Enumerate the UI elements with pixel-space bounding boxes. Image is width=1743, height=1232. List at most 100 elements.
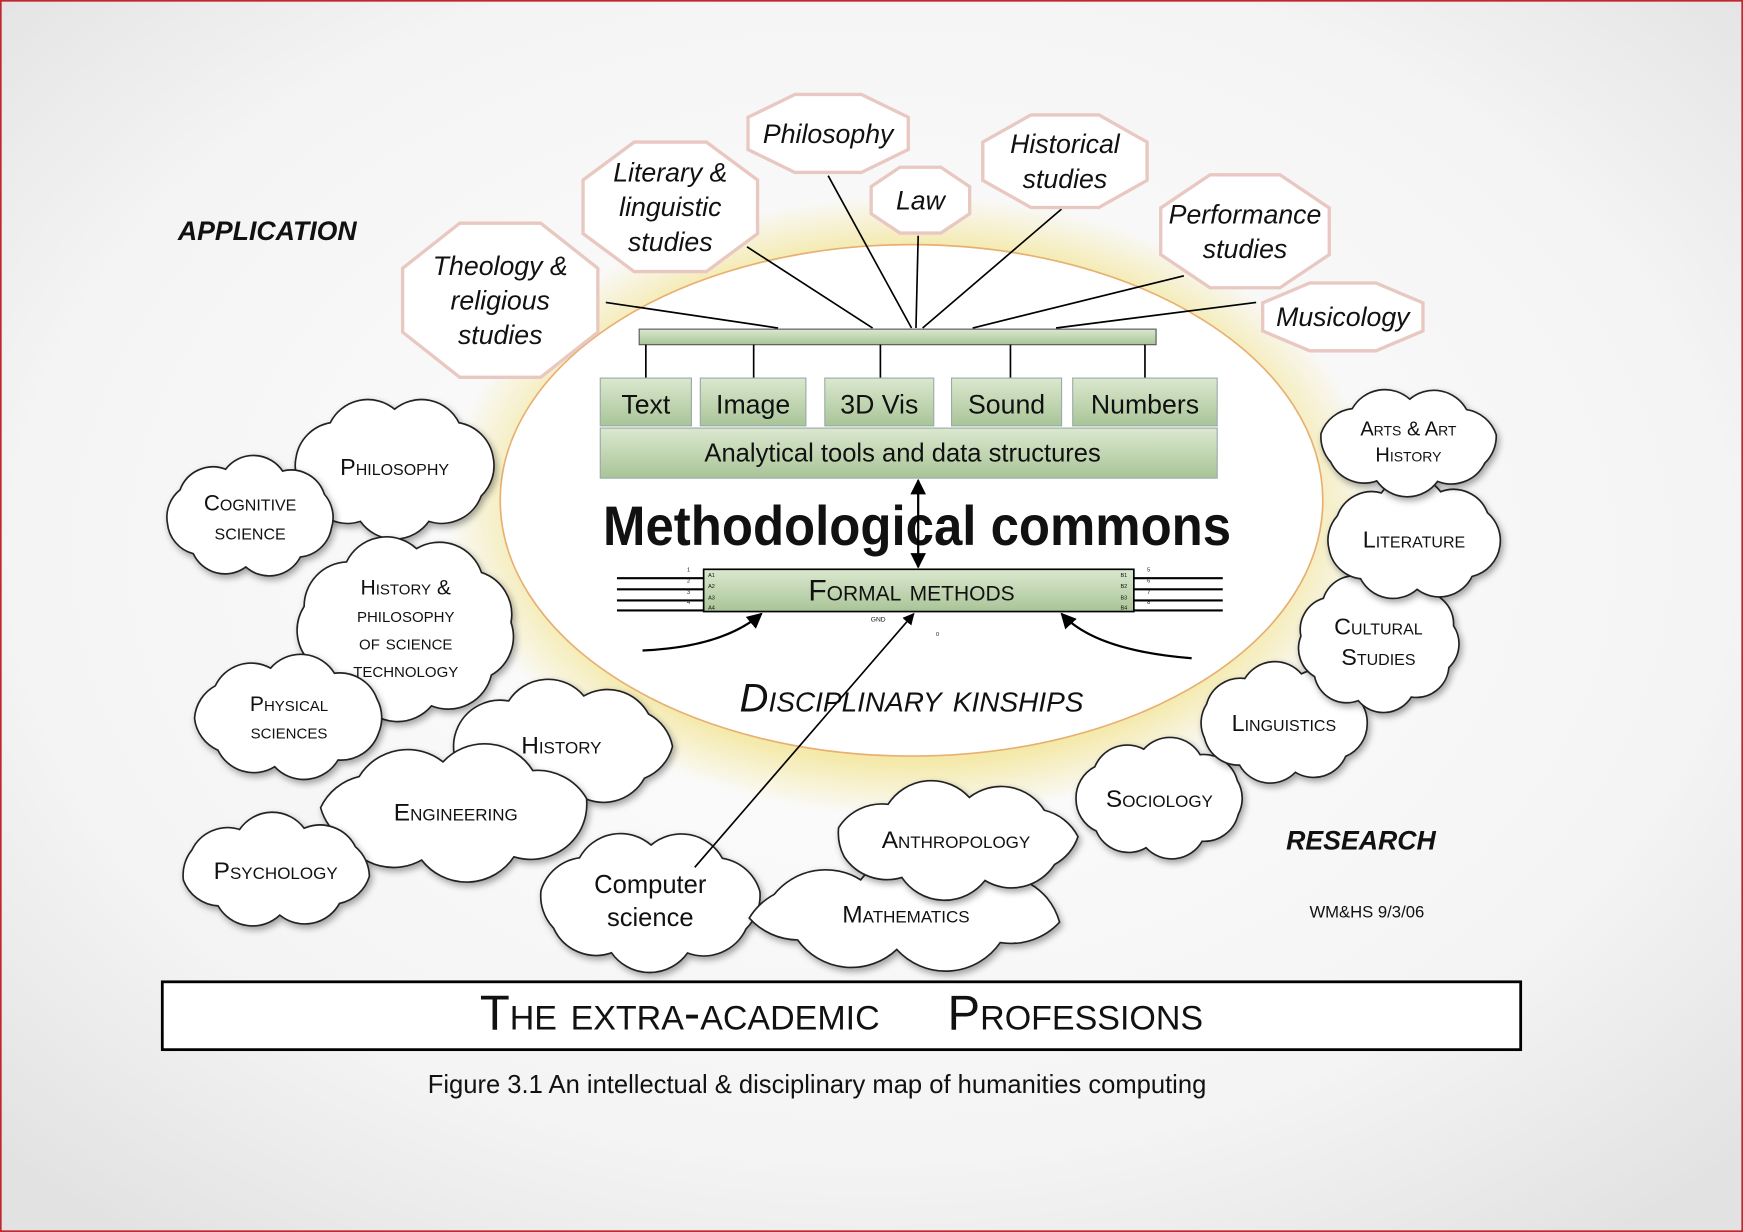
cloud-shape [1320, 388, 1498, 498]
pin-number: 5 [1147, 568, 1150, 574]
pin-label: B3 [1120, 595, 1127, 601]
discipline-label: Studies [1341, 644, 1415, 670]
application-connectors [605, 175, 1257, 329]
discipline-label: Linguistics [1232, 710, 1337, 736]
discipline-label: History [1375, 444, 1442, 466]
discipline-label: Psychology [214, 858, 338, 885]
discipline-label: Cognitive [204, 490, 296, 515]
application-historical: Historical studies [981, 113, 1149, 210]
pin-number: 2 [687, 579, 690, 585]
discipline-psychology: Psychology [182, 811, 371, 927]
discipline-label: Sociology [1106, 786, 1213, 813]
discipline-label: sciences [251, 720, 328, 743]
pin-0-label: 0 [936, 632, 939, 638]
application-label: studies [628, 227, 713, 257]
discipline-label: History & [360, 576, 450, 599]
figure-caption: Figure 3.1 An intellectual & disciplinar… [428, 1071, 1207, 1099]
pin-number: 3 [687, 590, 690, 596]
application-label: linguistic [619, 192, 722, 222]
octagon-shape [869, 165, 972, 235]
discipline-label: History [521, 733, 601, 760]
discipline-label: Literature [1363, 526, 1465, 552]
application-label: studies [1023, 164, 1108, 194]
left-curved-arrow [642, 612, 763, 652]
application-label: studies [458, 320, 543, 350]
application-literary: Literary & linguistic studies [581, 140, 760, 274]
discipline-label: Computer [594, 871, 707, 899]
data-type-label: Sound [968, 390, 1045, 420]
pin-label: A2 [708, 584, 715, 590]
octagon-shape [1261, 281, 1425, 353]
research-label: RESEARCH [1286, 825, 1436, 855]
application-law: Law [869, 165, 972, 235]
pin-number: 8 [1147, 600, 1150, 606]
data-type-box [599, 377, 692, 427]
pin-number: 6 [1147, 579, 1150, 585]
discipline-label: Engineering [394, 799, 518, 826]
discipline-label: Cultural [1334, 614, 1423, 640]
application-musicology: Musicology [1261, 281, 1425, 353]
discipline-label: Physical [250, 693, 328, 716]
pin-number: 4 [687, 600, 690, 606]
gnd-pin-label: GND [871, 617, 886, 624]
pin-label: B1 [1120, 573, 1127, 579]
octagon-shape [400, 221, 600, 379]
discipline-anthropology: Anthropology [837, 779, 1079, 902]
discipline-engineering: Engineering [319, 743, 588, 883]
application-label: Law [896, 185, 947, 215]
discipline-label: philosophy [357, 604, 455, 627]
data-type-box [824, 377, 935, 427]
discipline-physical-sciences: Physical sciences [193, 653, 383, 781]
analytical-tools-bar [599, 427, 1218, 479]
data-type-box [1072, 377, 1218, 427]
application-label: Literary & [613, 157, 727, 187]
analytical-tools-label: Analytical tools and data structures [704, 439, 1100, 467]
formal-methods-label: Formal methods [808, 574, 1014, 607]
application-label: Philosophy [763, 119, 895, 149]
discipline-label: Anthropology [882, 827, 1031, 854]
cloud-shape [193, 653, 383, 781]
pin-label: B4 [1120, 605, 1127, 611]
pin-label: B2 [1120, 584, 1127, 590]
data-type-label: 3D Vis [840, 390, 918, 420]
cloud-shape [182, 811, 371, 927]
cloud-shape [1297, 571, 1460, 714]
pin-number: 1 [687, 568, 690, 574]
professions-banner [160, 980, 1523, 1052]
application-label: studies [1203, 234, 1288, 264]
application-label: Theology & [433, 251, 568, 281]
computer-science-arrow [694, 612, 915, 868]
octagon-shape [746, 92, 910, 175]
data-bus-bar [638, 328, 1157, 346]
cloud-shape [319, 743, 588, 883]
application-label: APPLICATION [177, 216, 358, 246]
data-type-box [950, 377, 1063, 427]
pin-label: A4 [708, 605, 715, 611]
discipline-label: of science [359, 631, 452, 654]
application-label: religious [451, 286, 550, 316]
octagon-shape [581, 140, 760, 274]
discipline-philosophy: Philosophy [294, 398, 495, 540]
credit-label: WM&HS 9/3/06 [1309, 902, 1424, 921]
data-type-label: Image [716, 390, 790, 420]
discipline-label: Philosophy [340, 454, 449, 480]
right-curved-arrow [1060, 612, 1192, 660]
discipline-label: Mathematics [842, 902, 969, 929]
cloud-shape [166, 454, 334, 577]
cloud-shape [837, 779, 1079, 902]
pin-number: 7 [1147, 590, 1150, 596]
application-philosophy: Philosophy [746, 92, 910, 175]
discipline-label: technology [353, 659, 458, 682]
data-type-label: Text [621, 390, 670, 420]
discipline-sociology: Sociology [1075, 736, 1244, 860]
application-label: Historical [1010, 129, 1121, 159]
data-type-label: Numbers [1091, 390, 1199, 420]
pin-label: A1 [708, 573, 715, 579]
application-theology: Theology & religious studies [400, 221, 600, 379]
